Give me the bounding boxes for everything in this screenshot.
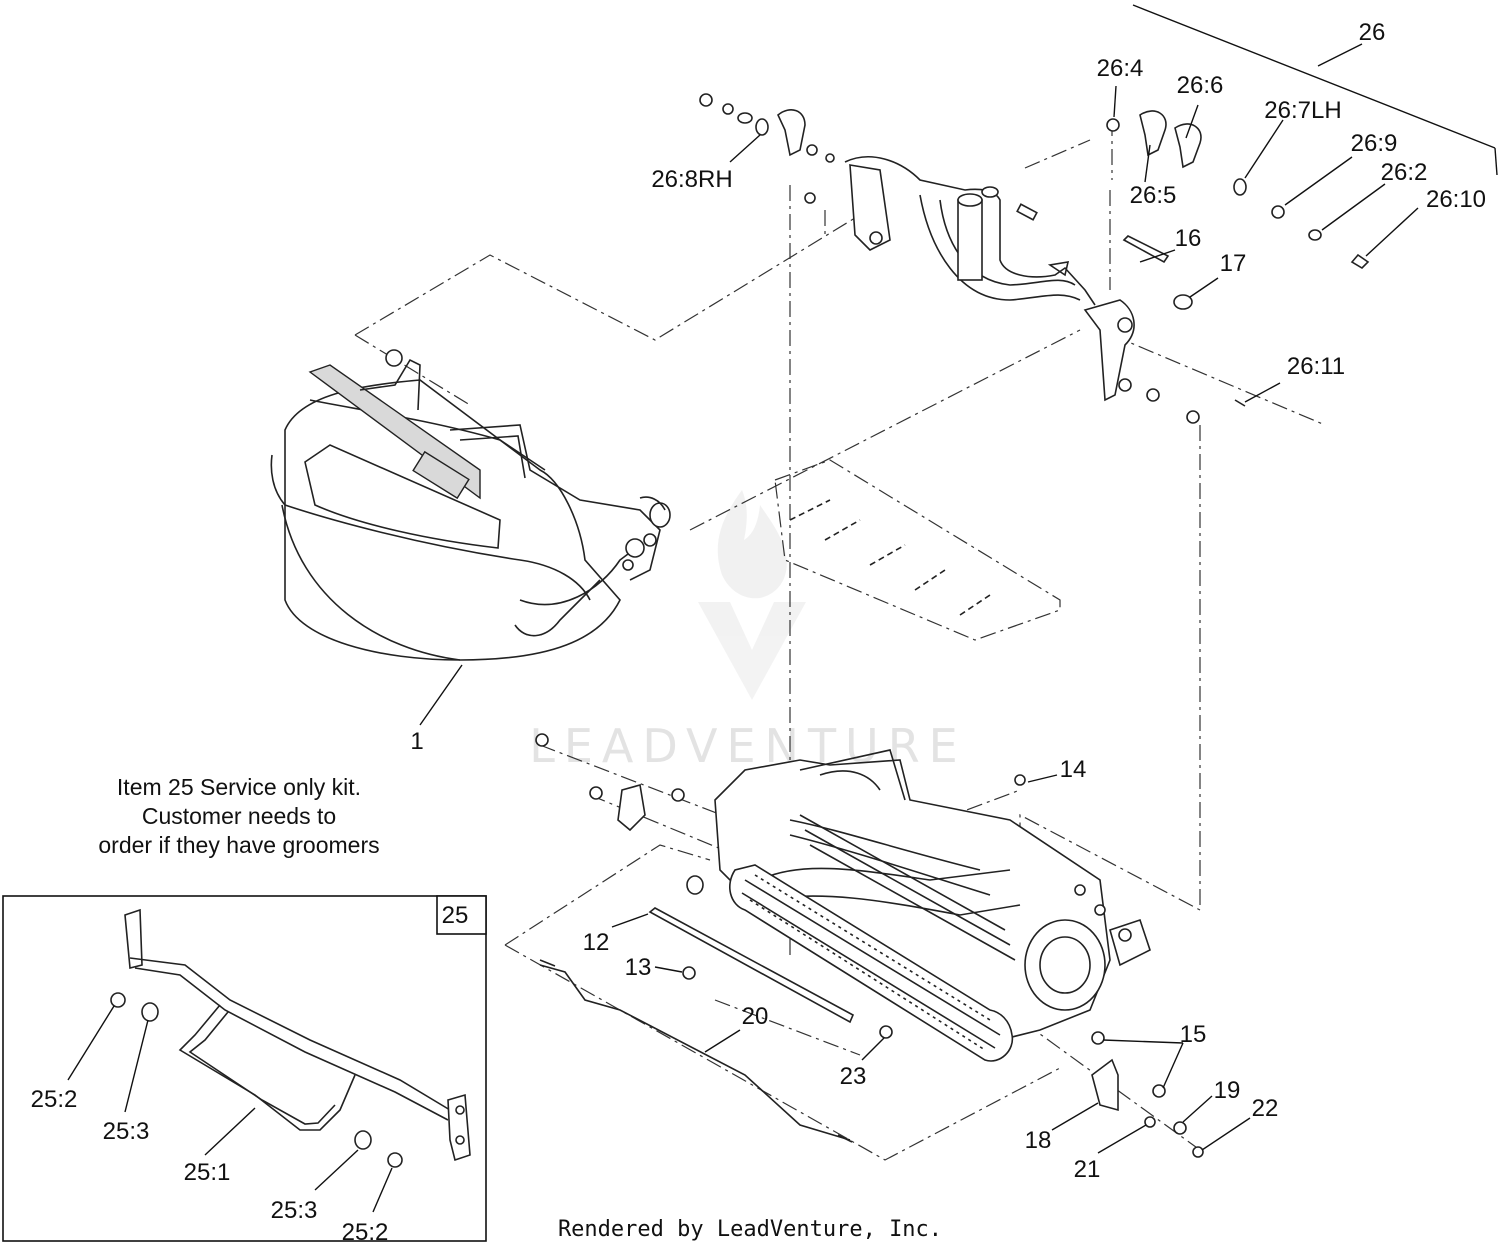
- kit-box-label-frame: [436, 895, 487, 935]
- reel-cutting-unit: [714, 749, 1151, 1051]
- callout-26-6: 26:6: [1177, 72, 1224, 99]
- callout-14: 14: [1060, 756, 1087, 783]
- carrier-frame-assembly: [844, 156, 1135, 402]
- note-line-1: Item 25 Service only kit.: [117, 774, 361, 800]
- callout-26-9: 26:9: [1351, 130, 1398, 157]
- callout-23: 23: [840, 1063, 867, 1090]
- callout-13: 13: [625, 954, 652, 981]
- callout-12: 12: [583, 929, 610, 956]
- watermark-flame-logo: [698, 490, 806, 700]
- callout-25-3-left: 25:3: [103, 1118, 150, 1145]
- callout-26-7lh: 26:7LH: [1264, 97, 1341, 124]
- callout-19: 19: [1214, 1077, 1241, 1104]
- callout-25-1: 25:1: [184, 1159, 231, 1186]
- callout-26: 26: [1359, 19, 1386, 46]
- tie-rod-part-20: [539, 959, 853, 1143]
- bracket-26-top: [1132, 4, 1496, 149]
- watermark: LEADVENTURE: [529, 490, 958, 773]
- kit-box-label: 25: [442, 902, 469, 929]
- callout-18: 18: [1025, 1127, 1052, 1154]
- leader-lines: [67, 4, 1498, 1213]
- note-line-2: Customer needs to: [142, 803, 336, 829]
- note-line-3: order if they have groomers: [98, 832, 379, 858]
- rh-hardware-stack: [699, 93, 835, 204]
- callout-26-11: 26:11: [1287, 353, 1345, 380]
- callout-26-2: 26:2: [1381, 159, 1428, 186]
- lh-hardware-stack: [1016, 110, 1370, 424]
- callout-21: 21: [1074, 1156, 1101, 1183]
- callout-1: 1: [410, 728, 423, 755]
- callout-26-10: 26:10: [1426, 186, 1486, 213]
- unit-fasteners: [535, 733, 1204, 1158]
- rendered-by-footer: Rendered by LeadVenture, Inc.: [558, 1217, 942, 1242]
- callout-26-5: 26:5: [1130, 182, 1177, 209]
- flat-bar-part-12: [648, 907, 855, 1024]
- service-note: Item 25 Service only kit. Customer needs…: [98, 774, 379, 858]
- callout-20: 20: [742, 1003, 769, 1030]
- kit-25-box: 25: [2, 895, 487, 1242]
- kit-box-frame: [2, 895, 487, 1242]
- callout-labels: 26 26:4 26:6 26:7LH 26:9 26:2 26:10 26:5…: [31, 19, 1486, 1246]
- callout-26-8rh: 26:8RH: [651, 166, 732, 193]
- callout-17: 17: [1220, 250, 1247, 277]
- callout-16: 16: [1175, 225, 1202, 252]
- callout-22: 22: [1252, 1095, 1279, 1122]
- callout-25-3-right: 25:3: [271, 1197, 318, 1224]
- callout-25-2-left: 25:2: [31, 1086, 78, 1113]
- grass-basket: [270, 349, 671, 661]
- callout-25-2-right: 25:2: [342, 1219, 389, 1246]
- callout-26-4: 26:4: [1097, 55, 1144, 82]
- callout-15: 15: [1180, 1021, 1207, 1048]
- bedknife-baffle: [774, 459, 1061, 641]
- bracket-26-end: [1494, 147, 1498, 176]
- front-roller: [729, 864, 1014, 1062]
